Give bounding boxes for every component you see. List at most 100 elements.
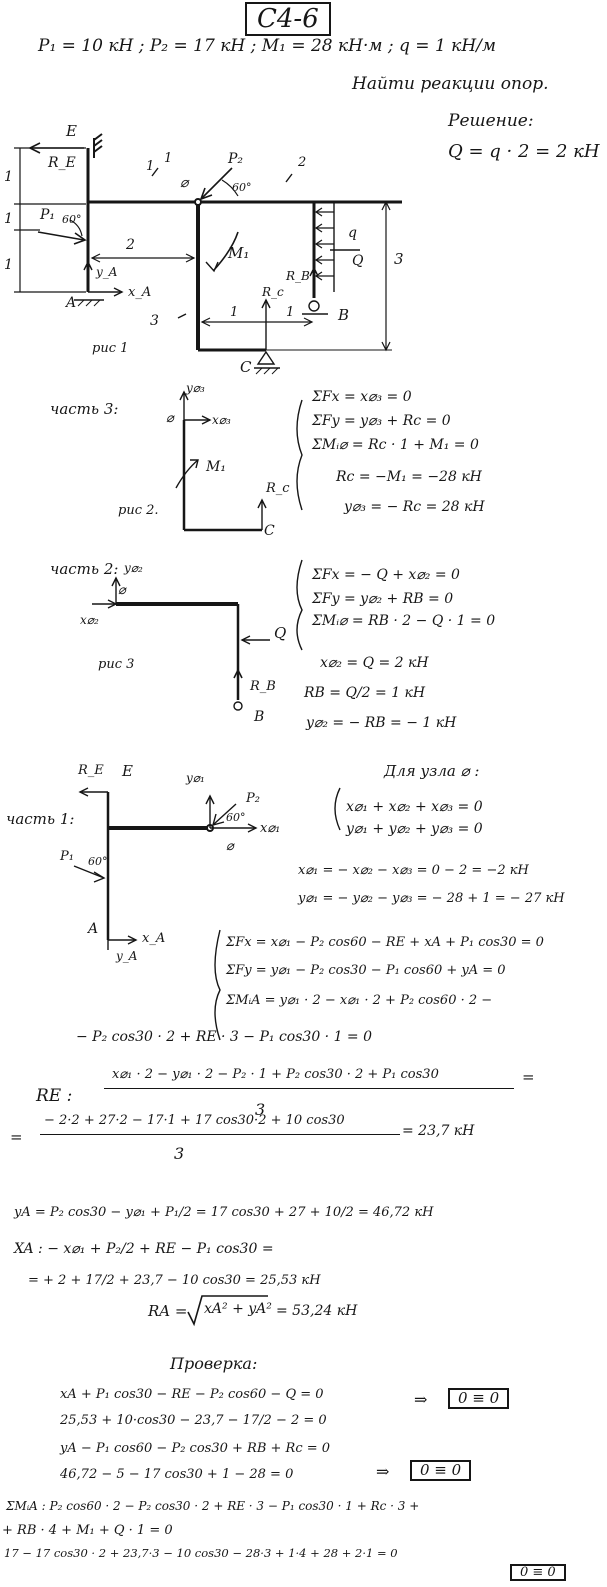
re-substituted-denominator: 3	[174, 1144, 185, 1163]
part2-title: часть 2:	[50, 560, 119, 578]
fig1-node-symbol: ⌀	[180, 175, 189, 191]
part2-label-x: x⌀₂	[80, 613, 99, 627]
check-result-box-2: 0 ≡ 0	[410, 1460, 472, 1481]
fig1-label-P1: P₁	[40, 207, 56, 223]
fig1-label-P2: P₂	[228, 151, 244, 167]
node-result-x1: x⌀₁ = − x⌀₂ − x⌀₃ = 0 − 2 = −2 кН	[298, 863, 529, 878]
part1-label-xA: x_A	[142, 931, 166, 946]
part3-eq-moment: ΣMᵢ⌀ = Rc · 1 + M₁ = 0	[312, 437, 479, 453]
check-result-1: 0 ≡ 0	[458, 1389, 500, 1407]
part2-eq-fx: ΣFx = − Q + x⌀₂ = 0	[312, 567, 460, 583]
part1-angle-60-b: 60°	[88, 855, 108, 868]
fig1-dim-2: 2	[126, 237, 135, 253]
node-result-y1: y⌀₁ = − y⌀₂ − y⌀₃ = − 28 + 1 = − 27 кН	[298, 891, 565, 906]
part1-title: часть 1:	[6, 810, 75, 828]
check-result-2: 0 ≡ 0	[420, 1461, 462, 1479]
re-fraction-bar	[104, 1088, 514, 1089]
task-statement: Найти реакции опор.	[352, 74, 549, 94]
ra-radicand: xA² + yA²	[204, 1301, 272, 1317]
xa-result-line2: = + 2 + 17/2 + 23,7 − 10 cos30 = 25,53 к…	[28, 1273, 321, 1288]
ra-lhs: RA =	[148, 1302, 188, 1320]
part3-label-C: C	[264, 523, 275, 539]
problem-id-box: C4-6	[245, 2, 331, 36]
fig1-label-RB: R_B	[286, 269, 310, 283]
part3-result-rc: Rc = −M₁ = −28 кН	[336, 469, 482, 485]
fig1-caption: рис 1	[92, 341, 129, 356]
part1-label-P2: P₂	[246, 791, 260, 806]
part3-label-M1: M₁	[206, 459, 226, 475]
part2-result-x: x⌀₂ = Q = 2 кН	[320, 655, 429, 671]
part1-label-E: E	[122, 762, 133, 780]
part2-caption: рис 3	[98, 657, 135, 672]
check-result-3: 0 ≡ 0	[520, 1565, 556, 1580]
fig1-label-Rc: R_c	[262, 285, 284, 299]
fig1-dim-1-bottom: 1	[4, 257, 13, 273]
given-values: P₁ = 10 кН ; P₂ = 17 кН ; M₁ = 28 кН·м ;…	[38, 36, 496, 56]
part2-label-Q: Q	[274, 624, 287, 642]
part2-label-B: B	[254, 709, 265, 725]
fig1-span-1-left: 1	[230, 305, 239, 320]
check-line-3: yA − P₁ cos60 − P₂ cos30 + RB + Rc = 0	[60, 1441, 331, 1456]
re-label: RE :	[36, 1086, 73, 1106]
part1-label-P1: P₁	[60, 849, 74, 864]
part2-result-rb: RB = Q/2 = 1 кН	[304, 685, 426, 701]
fig1-cut-mark-1b: 1	[164, 151, 173, 166]
fig1-label-M1: M₁	[228, 244, 250, 262]
part3-result-y: y⌀₃ = − Rc = 28 кН	[344, 499, 485, 515]
xa-result-line1: XA : − x⌀₁ + P₂/2 + RE − P₁ cos30 =	[14, 1241, 274, 1257]
node-eq-y: y⌀₁ + y⌀₂ + y⌀₃ = 0	[346, 821, 483, 837]
check-line-4: 46,72 − 5 − 17 cos30 + 1 − 28 = 0	[60, 1467, 294, 1482]
part1-label-node: ⌀	[226, 839, 234, 854]
part2-label-node: ⌀	[118, 583, 126, 598]
check-arrow-1: ⇒	[414, 1390, 428, 1409]
fig1-label-E: E	[66, 122, 77, 140]
fig1-cut-mark-1a: 1	[146, 159, 155, 174]
part1-label-y: y⌀₁	[186, 771, 205, 785]
fig1-angle-60-a: 60°	[62, 213, 82, 226]
part3-eq-fx: ΣFx = x⌀₃ = 0	[312, 389, 412, 405]
q-resultant-formula: Q = q · 2 = 2 кН	[448, 141, 600, 162]
fig1-label-yA: y_A	[96, 265, 118, 279]
problem-id: C4-6	[257, 4, 319, 34]
ra-value: = 53,24 кН	[276, 1303, 358, 1319]
part3-label-y: y⌀₃	[186, 381, 205, 395]
re-value: = 23,7 кН	[402, 1123, 475, 1139]
part3-label-node: ⌀	[166, 411, 174, 426]
check-result-box-3: 0 ≡ 0	[510, 1564, 566, 1581]
part3-eq-fy: ΣFy = y⌀₃ + Rc = 0	[312, 413, 451, 429]
fig1-label-Q: Q	[352, 253, 364, 269]
part2-result-y: y⌀₂ = − RB = − 1 кН	[306, 715, 457, 731]
fig1-label-xA: x_A	[128, 285, 152, 300]
fig1-dim-3-right: 3	[394, 250, 404, 268]
check-moment-line-2: + RB · 4 + M₁ + Q · 1 = 0	[2, 1523, 173, 1538]
fig1-cut-mark-3: 3	[150, 313, 159, 329]
re-substituted-lead: =	[10, 1128, 23, 1146]
part1-label-yA: y_A	[116, 949, 138, 963]
part1-angle-60-a: 60°	[226, 811, 246, 824]
part2-label-y: y⌀₂	[124, 561, 143, 575]
part1-eq-moment-line2: − P₂ cos30 · 2 + RE · 3 − P₁ cos30 · 1 =…	[76, 1029, 373, 1045]
re-formula-equals: =	[522, 1068, 535, 1086]
check-moment-line-3: 17 − 17 cos30 · 2 + 23,7·3 − 10 cos30 − …	[4, 1546, 398, 1560]
fig1-label-A: A	[66, 295, 77, 311]
re-formula-denominator: 3	[255, 1100, 266, 1119]
fig1-angle-60-b: 60°	[232, 181, 252, 194]
re-substituted-numerator: − 2·2 + 27·2 − 17·1 + 17 cos30·2 + 10 co…	[44, 1113, 345, 1128]
check-line-2: 25,53 + 10·cos30 − 23,7 − 17/2 − 2 = 0	[60, 1413, 327, 1428]
check-line-1: xA + P₁ cos30 − RE − P₂ cos60 − Q = 0	[60, 1387, 324, 1402]
part3-label-x: x⌀₃	[212, 413, 231, 427]
check-result-box-1: 0 ≡ 0	[448, 1388, 510, 1409]
fig1-cut-mark-2: 2	[298, 155, 307, 170]
fig1-label-B: B	[338, 306, 350, 324]
part1-eq-fx: ΣFx = x⌀₁ − P₂ cos60 − RE + xA + P₁ cos3…	[226, 935, 544, 950]
re-substituted-fraction-bar	[40, 1134, 400, 1135]
part1-eq-moment-line1: ΣMᵢA = y⌀₁ · 2 − x⌀₁ · 2 + P₂ cos60 · 2 …	[226, 993, 493, 1008]
part3-label-Rc: R_c	[266, 481, 290, 496]
part2-eq-moment: ΣMᵢ⌀ = RB · 2 − Q · 1 = 0	[312, 613, 496, 629]
part2-label-RB: R_B	[250, 679, 276, 694]
